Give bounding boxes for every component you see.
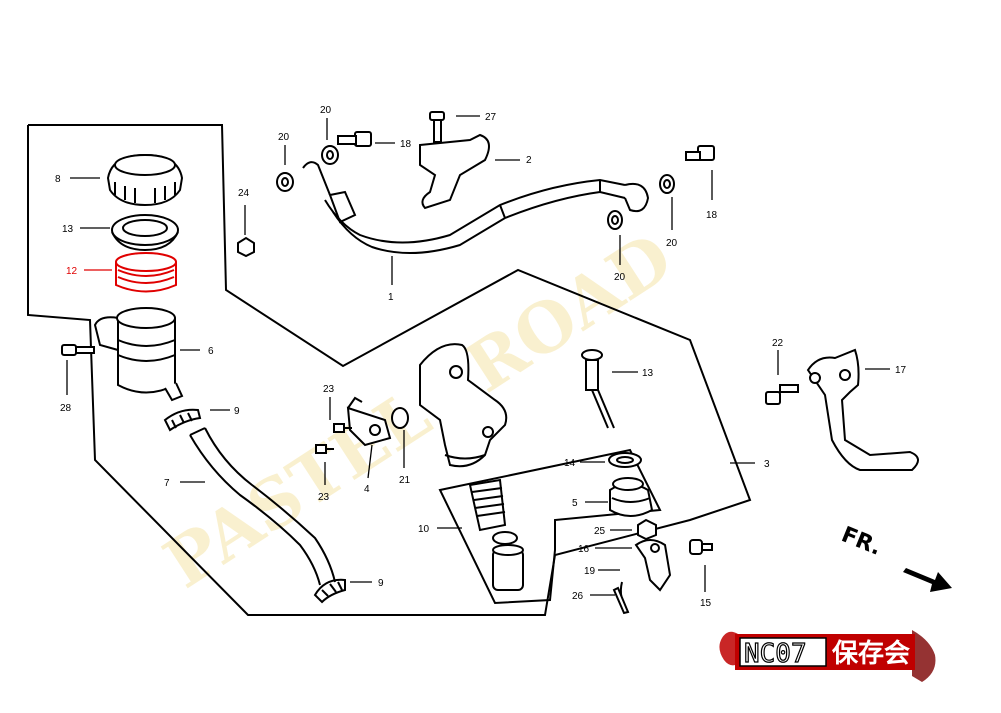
part-18-bolt-left — [337, 131, 372, 147]
callout-14: 14 — [564, 458, 576, 469]
part-23-screws — [315, 423, 352, 454]
callout-23-lower: 23 — [318, 492, 330, 503]
badge-left-ornament — [719, 631, 738, 666]
outline-reservoir-group — [27, 124, 752, 616]
part-1-brake-hose — [302, 161, 650, 254]
callout-18-right: 18 — [706, 210, 718, 221]
part-2-bracket — [419, 133, 490, 210]
callout-12: 12 — [66, 266, 78, 277]
callout-9-upper: 9 — [234, 406, 240, 417]
callout-9-lower: 9 — [378, 578, 384, 589]
callout-26: 26 — [572, 591, 584, 602]
part-4-joint — [346, 396, 392, 447]
badge-code: NC07 — [744, 639, 807, 669]
badge-kanji: 保存会 — [831, 639, 910, 669]
callout-21: 21 — [399, 475, 411, 486]
callout-2: 2 — [526, 155, 532, 166]
callout-8: 8 — [55, 174, 61, 185]
callout-24: 24 — [238, 188, 250, 199]
part-18-bolt-right — [685, 145, 715, 161]
part-25-nut — [637, 518, 657, 541]
callout-28: 28 — [60, 403, 72, 414]
direction-arrow-icon — [903, 568, 952, 592]
callout-3: 3 — [764, 459, 770, 470]
callout-20-b: 20 — [320, 105, 332, 116]
callout-20-a: 20 — [278, 132, 290, 143]
callout-4: 4 — [364, 484, 370, 495]
part-5-boot — [609, 477, 654, 517]
callout-19: 19 — [584, 566, 596, 577]
badge-right-ornament — [912, 630, 936, 682]
callout-13-cap: 13 — [62, 224, 74, 235]
part-24-nut — [237, 236, 255, 258]
part-6-reservoir — [93, 307, 184, 402]
part-20-washers — [276, 145, 675, 230]
callout-1: 1 — [388, 292, 394, 303]
part-10-piston-set — [468, 478, 524, 591]
leader-lines — [66, 115, 890, 596]
nc07-badge: NC07 保存会 — [719, 630, 936, 682]
part-15-pin — [689, 539, 713, 555]
part-13-plate — [111, 214, 179, 252]
callout-20-c: 20 — [614, 272, 626, 283]
callout-numbers: 1 2 3 4 5 6 7 8 9 9 10 12 13 13 14 15 16… — [55, 105, 907, 609]
part-16-clevis — [634, 539, 672, 592]
part-14-circlip — [608, 452, 642, 468]
callout-7: 7 — [164, 478, 170, 489]
callout-13-bleeder: 13 — [642, 368, 654, 379]
callout-10: 10 — [418, 524, 430, 535]
direction-indicator: FR. — [838, 522, 952, 592]
part-9-clamp-upper — [163, 408, 202, 432]
callout-5: 5 — [572, 498, 578, 509]
callout-27: 27 — [485, 112, 497, 123]
part-27-bolt — [429, 111, 445, 143]
callout-18-left: 18 — [400, 139, 412, 150]
part-22-bolt — [765, 384, 799, 405]
part-17-bracket — [806, 348, 919, 471]
callout-6: 6 — [208, 346, 214, 357]
part-9-clamp-lower — [313, 578, 346, 604]
part-12-diaphragm — [115, 252, 177, 293]
callout-25: 25 — [594, 526, 606, 537]
callout-15: 15 — [700, 598, 712, 609]
part-8-reservoir-cap — [106, 153, 184, 207]
badge-code-panel — [739, 637, 827, 667]
callout-20-d: 20 — [666, 238, 678, 249]
part-7-hose — [189, 427, 336, 586]
callout-22: 22 — [772, 338, 784, 349]
part-28-bolt — [61, 344, 95, 356]
part-21-o-ring — [391, 407, 409, 429]
direction-label: FR. — [838, 522, 885, 560]
callout-17: 17 — [895, 365, 907, 376]
part-13-bleeder — [581, 349, 615, 429]
part-26-cotter-pin — [612, 586, 630, 615]
callout-23-upper: 23 — [323, 384, 335, 395]
callout-16: 16 — [578, 544, 590, 555]
part-3-master-cylinder — [419, 343, 508, 468]
